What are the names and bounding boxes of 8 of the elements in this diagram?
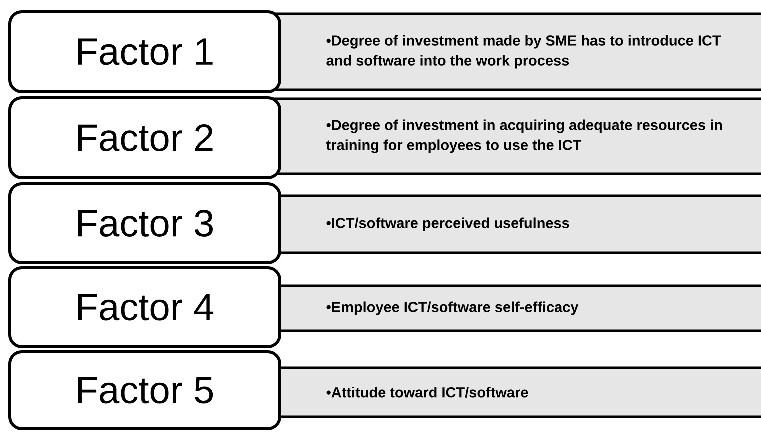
factor-box: Factor 4 xyxy=(8,266,282,348)
text-bar: •Degree of investment made by SME has to introduce ICT and software into the work process xyxy=(270,12,761,92)
factor-box: Factor 3 xyxy=(8,182,282,264)
text-bar: •Degree of investment in acquiring adequate resources in training for employees to use the ICT xyxy=(270,98,761,176)
factor-box: Factor 5 xyxy=(8,350,282,430)
text-bar: •Attitude toward ICT/software xyxy=(270,366,761,418)
factor-box: Factor 2 xyxy=(8,96,282,180)
factor-box: Factor 1 xyxy=(8,10,282,94)
